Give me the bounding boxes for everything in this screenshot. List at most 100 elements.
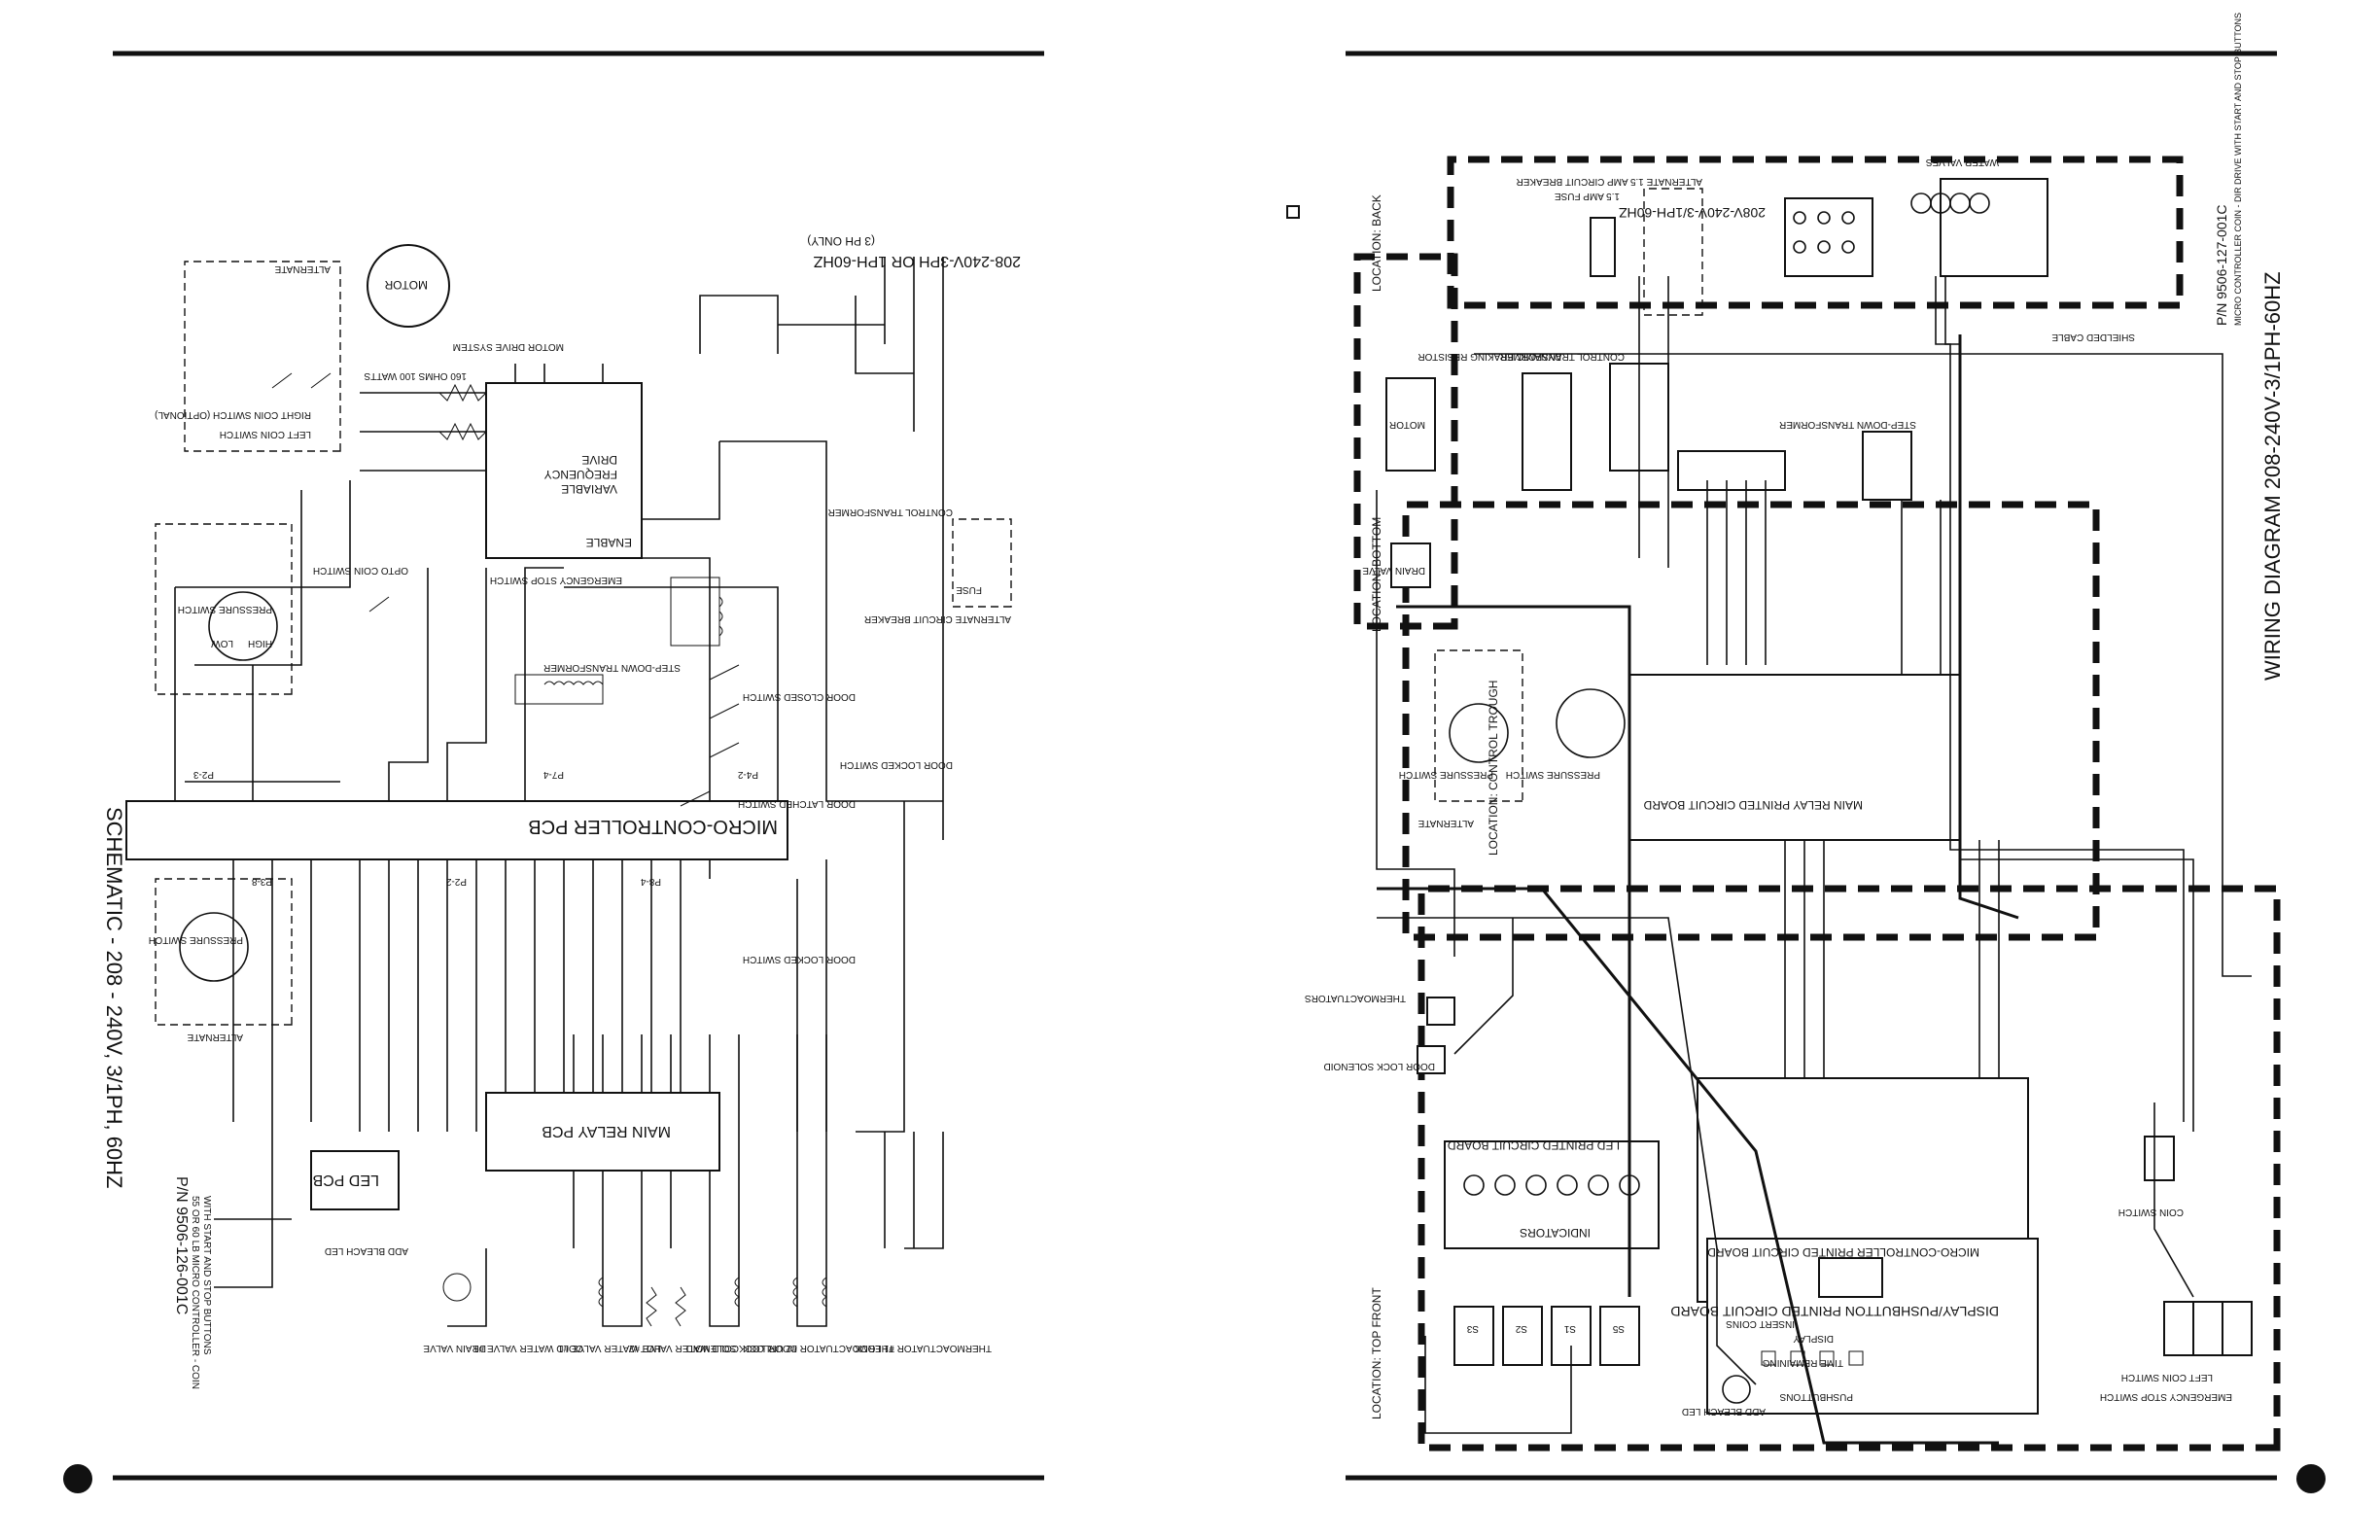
wiring-panel: MAIN RELAY PRINTED CIRCUIT BOARD MICRO-C… bbox=[1286, 156, 2281, 1452]
alt-label: ALTERNATE bbox=[274, 263, 331, 274]
vfd-label-3: DRIVE bbox=[581, 453, 617, 467]
3ph-label: (3 PH ONLY) bbox=[807, 234, 875, 248]
water-valves-label: WATER VALVES bbox=[1925, 157, 1999, 167]
vfd-label-1: VARIABLE bbox=[561, 482, 617, 496]
pressure-switch-box bbox=[155, 523, 293, 695]
motor-symbol bbox=[367, 244, 450, 328]
terminal-block bbox=[1784, 197, 1873, 277]
door-sol-label-w: DOOR LOCK SOLENOID bbox=[1324, 1061, 1435, 1071]
door-locked-label: DOOR LOCKED SWITCH bbox=[840, 759, 953, 770]
thermo-unlock-label: THERMOACTUATOR #2 UNLOCK bbox=[743, 1343, 894, 1353]
led-pcb-label-w: LED PRINTED CIRCUIT BOARD bbox=[1448, 1138, 1620, 1152]
supply-label-w: 208V-240V-3/1PH-60HZ bbox=[1619, 205, 1766, 221]
schematic-part-no: P/N 9506-126-001C bbox=[173, 1176, 190, 1314]
motor-drive-label: MOTOR DRIVE SYSTEM bbox=[453, 341, 564, 352]
vfd-label-2: FREQUENCY bbox=[544, 468, 617, 481]
led-board bbox=[1444, 1140, 1660, 1249]
wiring-part-no: P/N 9506-127-001C bbox=[2214, 204, 2229, 326]
pressure-label: PRESSURE SWITCH bbox=[178, 604, 272, 614]
cold2-label: COLD WATER VALVE #2 bbox=[629, 1343, 739, 1353]
motor-box bbox=[1385, 377, 1436, 472]
vfd-box bbox=[485, 382, 643, 559]
time-remaining-label: TIME REMAINING bbox=[1762, 1357, 1843, 1368]
display-pcb-label: DISPLAY/PUSHBUTTON PRINTED CIRCUIT BOARD bbox=[1670, 1304, 1999, 1319]
braking-resistor-box bbox=[1522, 372, 1572, 491]
cold1-label: COLD WATER VALVE #1 bbox=[473, 1343, 583, 1353]
micro-pcb-label: MICRO-CONTROLLER PCB bbox=[528, 816, 778, 837]
micro-label-w: MICRO-CONTROLLER PRINTED CIRCUIT BOARD bbox=[1707, 1245, 1979, 1259]
door-locked2-label: DOOR LOCKED SWITCH bbox=[743, 954, 856, 964]
alt-pressure-box bbox=[155, 878, 293, 1026]
schematic-desc1: 55 OR 60 LB MICRO CONTROLLER - COIN bbox=[190, 1196, 200, 1389]
door-latched-label: DOOR LATCHED SWITCH bbox=[738, 798, 856, 809]
bleach-label-w: ADD BLEACH LED bbox=[1682, 1406, 1766, 1417]
loc-back-label: LOCATION: BACK bbox=[1370, 194, 1383, 292]
alt-breaker-box bbox=[1643, 188, 1703, 316]
micro-controller-pcb bbox=[125, 800, 788, 860]
page-dot-left bbox=[63, 1464, 92, 1493]
alt-pressure-text: ALTERNATE bbox=[187, 1032, 243, 1042]
braking-label: DYNAMIC BRAKING RESISTOR bbox=[1418, 351, 1561, 362]
main-relay-board bbox=[1628, 674, 1961, 841]
p-top-0: P2-3 bbox=[192, 769, 214, 780]
fuse-label: FUSE bbox=[956, 584, 982, 595]
supply-label: 208-240V-3PH OR 1PH-60HZ bbox=[813, 253, 1021, 269]
drain-valve-label-w: DRAIN VALVE bbox=[1362, 565, 1425, 576]
pressure-label-w2: PRESSURE SWITCH bbox=[1506, 769, 1600, 780]
fuse-box bbox=[1590, 217, 1616, 277]
low-label: LOW bbox=[211, 638, 233, 648]
main-relay-label-w: MAIN RELAY PRINTED CIRCUIT BOARD bbox=[1643, 798, 1863, 812]
main-relay-pcb bbox=[485, 1092, 720, 1172]
loc-trough-label: LOCATION: CONTROL TROUGH bbox=[1487, 681, 1500, 856]
wiring-title: WIRING DIAGRAM 208-240V-3/1PH-60HZ bbox=[2260, 271, 2285, 681]
loc-front-label: LOCATION: TOP FRONT bbox=[1370, 1287, 1383, 1419]
motor-label-w: MOTOR bbox=[1389, 419, 1425, 430]
motor-label: MOTOR bbox=[384, 278, 428, 292]
loc-trough-box bbox=[1402, 501, 2100, 941]
s1-label: S1 bbox=[1563, 1323, 1576, 1334]
res1-label: 160 OHMS 100 WATTS bbox=[364, 370, 467, 381]
shielded-label: SHIELDED CABLE bbox=[2051, 332, 2135, 342]
step-down-label: STEP-DOWN TRANSFORMER bbox=[1779, 419, 1916, 430]
p-top-12: P4-2 bbox=[737, 769, 758, 780]
led-pcb bbox=[310, 1150, 400, 1210]
left-coin-label: LEFT COIN SWITCH bbox=[220, 429, 311, 439]
pushbuttons-label: PUSHBUTTONS bbox=[1779, 1391, 1853, 1402]
alt-breaker-label: ALTERNATE 1.5 AMP CIRCUIT BREAKER bbox=[1516, 176, 1702, 187]
coin-switch-box bbox=[184, 261, 341, 452]
stepdown-box bbox=[1862, 431, 1912, 501]
loc-bottom-label: LOCATION: BOTTOM bbox=[1370, 517, 1383, 632]
opto-label: OPTO COIN SWITCH bbox=[313, 565, 408, 576]
breaker-label: ALTERNATE CIRCUIT BREAKER bbox=[864, 613, 1011, 624]
p-bot-14: P8-4 bbox=[640, 876, 661, 887]
emergency-label-w: EMERGENCY STOP SWITCH bbox=[2100, 1391, 2232, 1402]
s5-label: S5 bbox=[1612, 1323, 1625, 1334]
schematic-desc3: WITH START AND STOP BUTTONS bbox=[201, 1196, 212, 1355]
drain-valve-label: DRAIN VALVE bbox=[423, 1343, 486, 1353]
emergency-label: EMERGENCY STOP SWITCH bbox=[490, 575, 622, 585]
schematic-title: SCHEMATIC - 208 - 240V, 3/1PH, 60HZ bbox=[102, 807, 126, 1189]
p-top-8: P7-4 bbox=[542, 769, 564, 780]
schematic-panel: MICRO-CONTROLLER PCB MAIN RELAY PCB LED … bbox=[125, 234, 1021, 1353]
door-sol-label: DOOR LOCK SOLENOID bbox=[686, 1343, 797, 1353]
thermo-label: THERMOACTUATORS bbox=[1305, 993, 1406, 1003]
alt-label-w: ALTERNATE bbox=[1418, 818, 1474, 828]
fuse-label-w: 1.5 AMP FUSE bbox=[1555, 191, 1620, 201]
left-coin-label-w: LEFT COIN SWITCH bbox=[2121, 1372, 2213, 1382]
main-relay-label: MAIN RELAY PCB bbox=[542, 1123, 671, 1139]
indicators-label: INDICATORS bbox=[1520, 1226, 1591, 1240]
alt-pressure-label: PRESSURE SWITCH bbox=[149, 934, 243, 945]
p-bot-8: P2-2 bbox=[445, 876, 467, 887]
page-dot-right bbox=[2296, 1464, 2326, 1493]
coin-switch-label: COIN SWITCH bbox=[2118, 1207, 2184, 1217]
display-label: DISPLAY bbox=[1793, 1333, 1834, 1344]
terminal-strip bbox=[1677, 450, 1786, 491]
vfd-box-w bbox=[1940, 178, 2048, 277]
control-xfmr-label: CONTROL TRANSFORMER bbox=[828, 507, 953, 517]
stepdown-label: STEP-DOWN TRANSFORMER bbox=[543, 662, 681, 673]
insert-coins-label: INSERT COINS bbox=[1726, 1318, 1795, 1329]
vfd-enable: ENABLE bbox=[586, 536, 632, 549]
breaker-box bbox=[952, 518, 1012, 608]
led-pcb-label: LED PCB bbox=[313, 1172, 379, 1188]
